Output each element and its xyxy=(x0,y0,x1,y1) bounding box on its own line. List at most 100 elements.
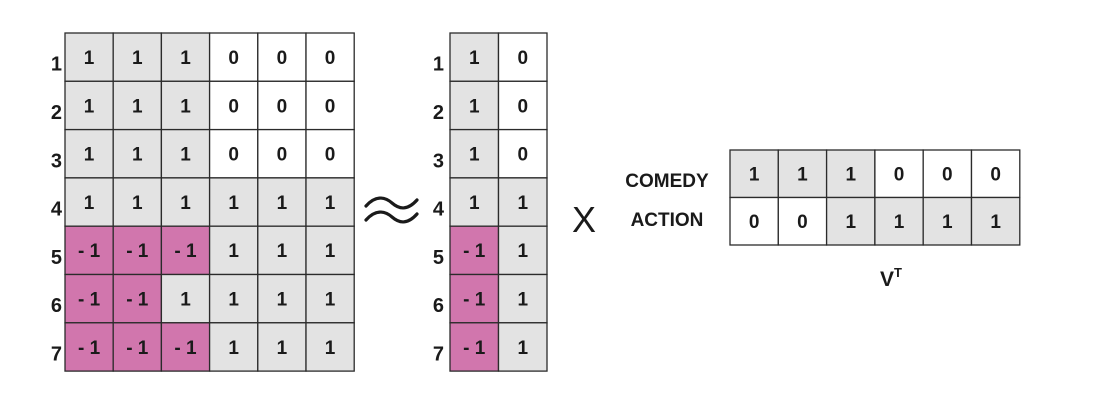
ratings-row-label: 6 xyxy=(51,295,62,317)
item-factor-cell-value: 1 xyxy=(894,212,905,233)
ratings-cell-value: 1 xyxy=(132,48,143,69)
ratings-cell-value: 1 xyxy=(180,193,191,214)
item-factor-cell-value: 1 xyxy=(942,212,953,233)
ratings-cell-value: 1 xyxy=(325,289,336,310)
ratings-cell-value: 1 xyxy=(84,96,95,117)
user-factor-cell-value: 0 xyxy=(517,48,528,69)
user-factor-cell-value: 0 xyxy=(517,96,528,117)
ratings-cell-value: 0 xyxy=(277,145,288,166)
ratings-cell xyxy=(208,322,259,372)
ratings-cell xyxy=(305,177,355,227)
ratings-cell-value: 1 xyxy=(325,193,336,214)
vt-label: VT xyxy=(880,265,902,291)
ratings-cell xyxy=(257,225,307,276)
ratings-row-label: 2 xyxy=(51,102,62,124)
ratings-cell-value: 1 xyxy=(277,193,288,214)
ratings-row-label: 1 xyxy=(51,54,62,76)
ratings-cell-value: 1 xyxy=(325,241,336,262)
ratings-cell xyxy=(160,225,211,276)
ratings-cell-value: 1 xyxy=(180,96,191,117)
ratings-cell xyxy=(305,225,355,276)
user-factor-cell xyxy=(449,128,500,179)
user-factor-cell-value: - 1 xyxy=(463,289,486,310)
user-factor-cell xyxy=(449,225,500,276)
user-factor-cell xyxy=(497,128,548,179)
ratings-cell-value: 1 xyxy=(325,338,336,359)
user-factor-row-label: 3 xyxy=(433,150,444,172)
ratings-cell-value: 0 xyxy=(228,96,239,117)
user-factor-cell-value: 1 xyxy=(469,193,480,214)
item-factor-cell-value: 0 xyxy=(894,165,905,186)
user-factor-cell-value: - 1 xyxy=(463,241,486,262)
ratings-cell xyxy=(305,80,355,131)
ratings-cell-value: 1 xyxy=(228,193,239,214)
user-factor-cell-value: 1 xyxy=(469,96,480,117)
item-factor-cell xyxy=(874,196,924,246)
ratings-cell-value: 1 xyxy=(180,289,191,310)
user-factor-cell-value: 1 xyxy=(517,289,528,310)
user-factor-cell xyxy=(497,225,548,276)
user-factor-cell xyxy=(497,32,548,82)
ratings-row-label: 4 xyxy=(51,199,63,221)
item-factor-cell-value: 0 xyxy=(749,212,760,233)
ratings-cell xyxy=(112,128,163,179)
user-factor-row-label: 4 xyxy=(433,199,445,221)
user-factor-row-label: 7 xyxy=(433,343,444,365)
ratings-cell xyxy=(208,128,259,179)
ratings-cell-value: 1 xyxy=(228,338,239,359)
ratings-cell-value: 0 xyxy=(228,48,239,69)
user-factor-cell xyxy=(449,177,500,227)
vt-label-superscript: T xyxy=(894,265,902,280)
ratings-cell xyxy=(208,225,259,276)
ratings-cell-value: 1 xyxy=(180,145,191,166)
user-factor-cell-value: 1 xyxy=(469,48,480,69)
ratings-cell-value: 0 xyxy=(325,48,336,69)
ratings-cell xyxy=(112,32,163,82)
ratings-cell-value: - 1 xyxy=(78,289,101,310)
genre-label-action: ACTION xyxy=(631,210,704,231)
user-factor-cell xyxy=(449,273,500,324)
vt-label-base: V xyxy=(880,268,894,291)
item-factor-cell-value: 0 xyxy=(990,165,1001,186)
ratings-row-label: 5 xyxy=(51,247,62,269)
item-factor-cell xyxy=(922,196,973,246)
ratings-cell-value: 1 xyxy=(84,193,95,214)
ratings-cell xyxy=(112,177,163,227)
ratings-cell xyxy=(64,177,114,227)
item-factor-cell-value: 0 xyxy=(797,212,808,233)
ratings-cell-value: - 1 xyxy=(126,241,149,262)
user-factor-row-label: 1 xyxy=(433,54,444,76)
ratings-cell-value: 1 xyxy=(228,289,239,310)
ratings-cell-value: - 1 xyxy=(126,289,149,310)
ratings-cell xyxy=(305,322,355,372)
ratings-cell-value: 1 xyxy=(277,241,288,262)
ratings-cell xyxy=(257,128,307,179)
times-symbol: X xyxy=(572,199,596,240)
ratings-cell-value: 0 xyxy=(325,96,336,117)
user-factor-cell xyxy=(449,322,500,372)
ratings-cell xyxy=(305,32,355,82)
ratings-cell-value: 1 xyxy=(132,193,143,214)
ratings-cell xyxy=(112,80,163,131)
ratings-cell xyxy=(257,177,307,227)
user-factor-cell xyxy=(449,80,500,131)
ratings-cell-value: 0 xyxy=(325,145,336,166)
ratings-cell-value: 1 xyxy=(84,48,95,69)
ratings-cell xyxy=(160,177,211,227)
ratings-cell-value: 0 xyxy=(277,48,288,69)
ratings-cell-value: 1 xyxy=(84,145,95,166)
user-factor-cell xyxy=(497,273,548,324)
user-factor-row-label: 5 xyxy=(433,247,444,269)
ratings-cell-value: 1 xyxy=(277,338,288,359)
ratings-cell xyxy=(208,80,259,131)
user-factor-cell-value: 1 xyxy=(517,241,528,262)
user-factor-cell-value: 0 xyxy=(517,145,528,166)
user-factor-row-label: 2 xyxy=(433,102,444,124)
item-factor-cell xyxy=(777,196,828,246)
genre-label-comedy: COMEDY xyxy=(625,171,709,192)
ratings-cell xyxy=(64,322,114,372)
